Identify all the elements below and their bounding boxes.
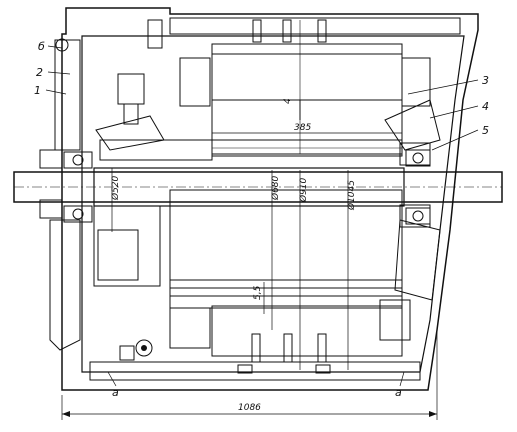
rotor-core xyxy=(93,189,403,297)
dimension-910: Ø910 xyxy=(298,177,309,203)
stator-core-lower xyxy=(169,295,403,357)
dimension-4: 4 xyxy=(283,98,293,104)
callout-label-2: 2 xyxy=(36,66,43,79)
dimension-5-5: 5,5 xyxy=(253,285,263,300)
dimension-1045: Ø1045 xyxy=(346,180,357,211)
dimension-1086: 1086 xyxy=(238,403,261,413)
brush-gear xyxy=(95,73,165,281)
housing-frame xyxy=(61,7,479,391)
callout-label-1: 1 xyxy=(34,84,41,97)
dimension-385: 385 xyxy=(294,123,311,133)
dimension-520: Ø520 xyxy=(110,175,121,201)
bolts-top xyxy=(147,19,327,49)
stator-core-upper xyxy=(211,20,403,155)
bolts-bottom xyxy=(119,333,331,374)
dimension-680: Ø680 xyxy=(270,175,281,201)
dimension-lines xyxy=(61,132,438,420)
winding-overhangs xyxy=(99,57,431,349)
shaft xyxy=(13,167,503,207)
callout-label-5: 5 xyxy=(482,124,489,137)
foot-label-a-left: а xyxy=(112,386,119,399)
callout-label-6: б xyxy=(38,40,45,53)
callout-leaders xyxy=(45,45,479,151)
left-end-shield xyxy=(39,38,81,351)
callout-label-4: 4 xyxy=(482,100,489,113)
bearings xyxy=(63,149,431,225)
right-end-shield xyxy=(384,99,441,301)
foot-label-a-right: а xyxy=(395,386,402,399)
callout-label-3: 3 xyxy=(482,74,489,87)
